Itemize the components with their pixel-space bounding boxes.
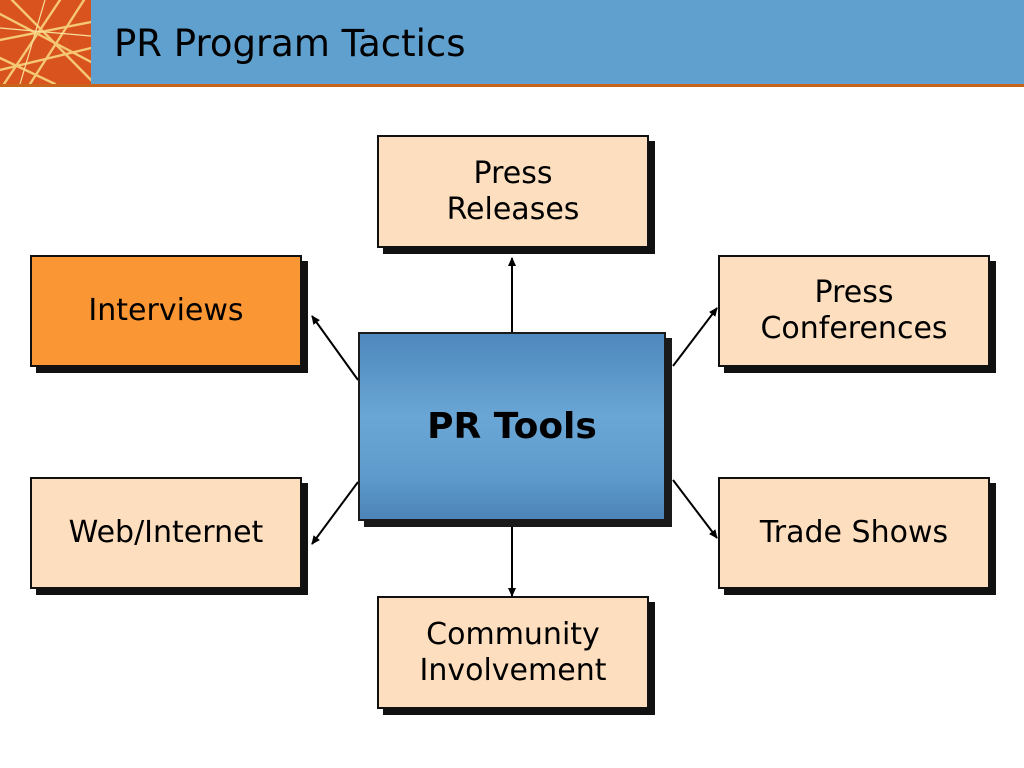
center-node-label: PR Tools [427,406,597,447]
node-press-conferences: Press Conferences [718,255,990,367]
arrow-to-web-internet [311,481,359,545]
title-bar-divider [0,84,1024,87]
node-community-involvement: Community Involvement [377,596,649,709]
arrow-to-trade-shows [672,479,718,539]
node-interviews-label: Interviews [88,293,244,328]
node-web-internet: Web/Internet [30,477,302,589]
arrow-to-interviews [311,315,359,381]
node-press-conferences-label: Press Conferences [760,275,948,346]
node-community-involvement-label: Community Involvement [419,616,607,688]
node-trade-shows-label: Trade Shows [759,515,949,550]
page-title: PR Program Tactics [114,22,466,65]
node-press-releases: Press Releases [377,135,649,248]
node-trade-shows: Trade Shows [718,477,990,589]
node-interviews: Interviews [30,255,302,367]
center-node-pr-tools: PR Tools [358,332,666,521]
node-press-releases-label: Press Releases [446,155,580,227]
logo-icon [0,0,91,84]
arrow-to-press-conferences [672,307,718,367]
node-web-internet-label: Web/Internet [68,515,264,550]
title-bar [0,0,1024,84]
